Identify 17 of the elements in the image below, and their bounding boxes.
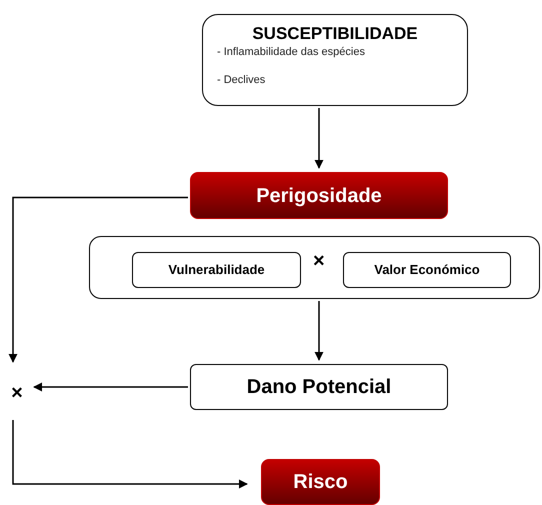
process-box: Valor Económico [343, 252, 511, 288]
list-item: - Inflamabilidade das espécies [217, 46, 366, 60]
arrow [314, 108, 324, 169]
process-box: Dano Potencial [190, 364, 448, 410]
arrow [12, 420, 248, 488]
highlight-box: Perigosidade [190, 172, 448, 219]
arrow [314, 301, 324, 361]
multiply-sign: × [313, 251, 325, 271]
list-item: - Declives [217, 74, 266, 88]
group-box [89, 236, 540, 299]
arrow [8, 196, 188, 363]
box-heading: SUSCEPTIBILIDADE [252, 23, 418, 44]
arrow [33, 382, 188, 392]
multiply-sign: × [6, 380, 28, 406]
highlight-box: Risco [261, 459, 380, 505]
process-box [202, 14, 468, 106]
process-box: Vulnerabilidade [132, 252, 301, 288]
